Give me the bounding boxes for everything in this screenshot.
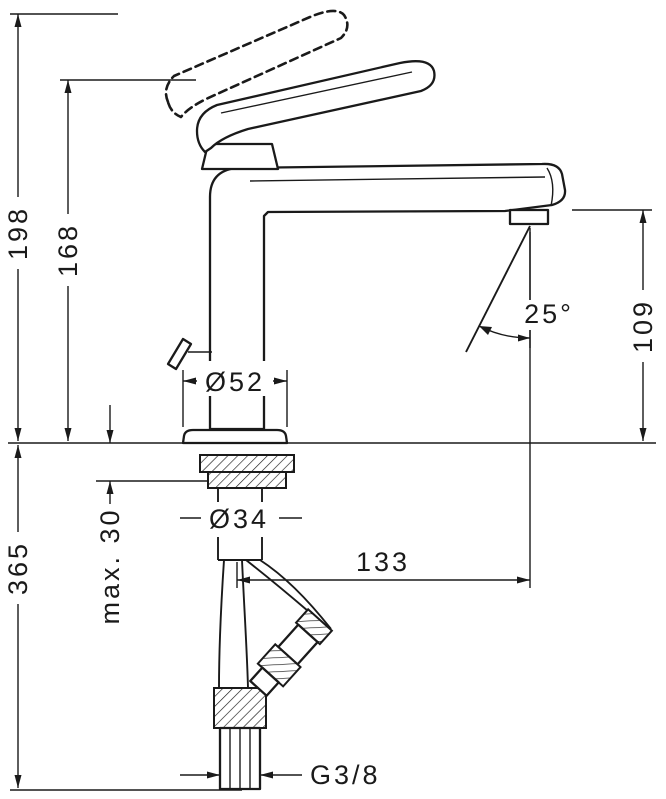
counter-reference-lines [8, 442, 656, 482]
dimension-labels: 198 168 365 max. 30 Ø52 Ø34 109 25° 133 … [3, 197, 658, 790]
dimension-angle-25 [465, 225, 531, 353]
pull-rod-knob [166, 337, 212, 371]
mounting-washer [199, 454, 295, 473]
dimension-label-max-30: max. 30 [95, 507, 125, 624]
escutcheon [181, 428, 289, 445]
mounting-nut [207, 471, 287, 489]
dimension-label-365: 365 [3, 541, 33, 595]
dimension-133 [236, 232, 531, 588]
spout-top-detail-line [249, 176, 546, 182]
dimension-label-133: 133 [356, 547, 410, 577]
supply-hose-straight [213, 559, 267, 791]
handle-lever [195, 60, 436, 154]
handle-cap [200, 142, 280, 171]
spout-tip-detail-line [546, 167, 554, 207]
dimension-label-109: 109 [628, 299, 658, 353]
dimension-g38 [180, 771, 302, 779]
dimension-label-dia-52: Ø52 [205, 367, 265, 397]
hose-tip [249, 666, 280, 697]
supply-hose-angled [245, 559, 334, 697]
aerator [508, 208, 550, 226]
handle-detail-line [220, 71, 413, 114]
dimension-label-dia-34: Ø34 [209, 504, 269, 534]
handle-raised-outline [164, 9, 349, 119]
faucet-drawing [164, 9, 567, 791]
dimension-label-g38: G3/8 [310, 760, 381, 790]
stream-angle-line [465, 225, 531, 353]
hose-crimp-nut [213, 687, 267, 729]
dimension-365 [10, 445, 242, 791]
dimension-label-168: 168 [53, 223, 83, 277]
dimension-label-198: 198 [3, 206, 33, 260]
spout-and-body [208, 162, 567, 431]
dimension-label-25deg: 25° [524, 299, 574, 329]
